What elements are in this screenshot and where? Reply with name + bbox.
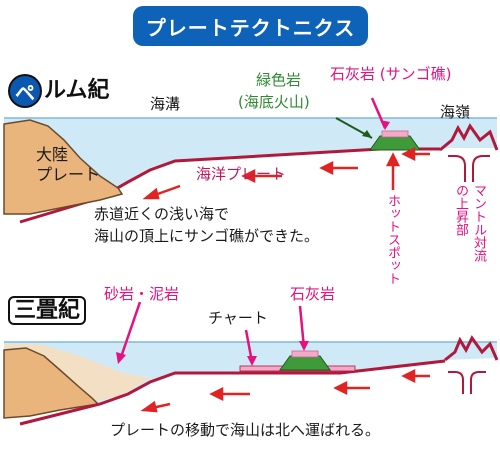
triassic-continent xyxy=(3,347,100,419)
permian-greenrock-label-2: (海底火山) xyxy=(238,93,310,111)
permian-oceanic-plate xyxy=(19,147,440,224)
permian-greenrock-label-1: 緑色岩 xyxy=(256,71,302,89)
permian-hotspot-arrow xyxy=(385,152,401,190)
permian-limestone-coral-label: 石灰岩 (サンゴ礁) xyxy=(330,65,452,83)
permian-continent-label-1: 大陸 xyxy=(36,145,69,164)
triassic-limestone-label: 石灰岩 xyxy=(290,285,336,303)
permian-oceanic-plate-label: 海洋プレート xyxy=(196,165,287,183)
permian-caption-1: 赤道近くの浅い海で xyxy=(94,205,230,223)
permian-era-badge: ペ xyxy=(10,76,40,106)
triassic-sandstone-label: 砂岩・泥岩 xyxy=(104,285,180,303)
permian-mantle-label-1: マントル対流 xyxy=(470,184,486,262)
title-banner: プレートテクトニクス xyxy=(133,6,368,46)
triassic-ridge-outline xyxy=(444,335,499,362)
triassic-seamount xyxy=(279,355,331,371)
permian-coral-arrowhead xyxy=(380,120,390,130)
triassic-motion-arrows xyxy=(140,368,430,413)
triassic-era-label: 三畳紀 xyxy=(8,296,87,326)
permian-mantle-label-2: の上昇部 xyxy=(452,184,468,236)
triassic-caption: プレートの移動で海山は北へ運ばれる。 xyxy=(110,421,381,439)
permian-ridge-label: 海嶺 xyxy=(440,103,471,121)
triassic-chert-label: チャート xyxy=(208,309,268,327)
triassic-sandstone-pointer xyxy=(118,301,142,361)
permian-motion-arrows xyxy=(142,146,430,200)
permian-greenrock-arrowhead xyxy=(362,130,372,138)
permian-ridge-outline xyxy=(439,123,499,152)
permian-trench-label: 海溝 xyxy=(150,95,181,113)
permian-hotspot-label: ホットスポット xyxy=(384,194,400,285)
permian-continent xyxy=(3,119,124,215)
permian-era-badge-text: ペ xyxy=(15,80,35,105)
title-text: プレートテクトニクス xyxy=(145,15,356,40)
triassic-chert-arrowhead xyxy=(247,356,257,366)
permian-continent-label-2: プレート xyxy=(36,165,101,184)
permian-era-label: ルム紀 xyxy=(44,78,110,103)
permian-coral-reef xyxy=(381,130,409,138)
triassic-mantle-upwelling xyxy=(448,371,486,394)
permian-mantle-upwelling xyxy=(448,155,490,182)
triassic-limestone-arrowhead xyxy=(299,341,309,351)
triassic-sandstone-arrowhead xyxy=(116,352,126,364)
triassic-oceanic-plate xyxy=(19,359,446,426)
triassic-limestone-cap xyxy=(291,350,319,358)
permian-caption-2: 海山の頂上にサンゴ礁ができた。 xyxy=(94,227,320,245)
permian-seamount xyxy=(369,135,421,151)
permian-sea xyxy=(4,118,497,200)
